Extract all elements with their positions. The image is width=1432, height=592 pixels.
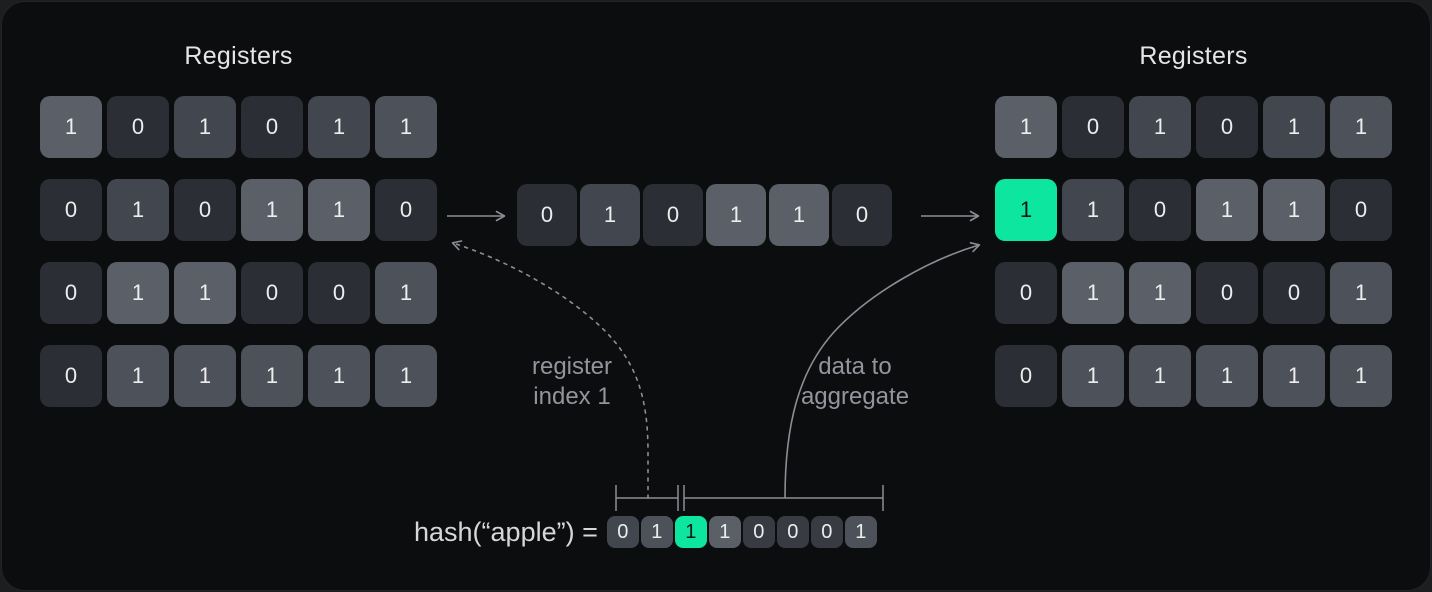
- register-cell: 1: [174, 96, 236, 158]
- register-cell: 0: [40, 345, 102, 407]
- register-cell: 0: [1263, 262, 1325, 324]
- register-cell: 1: [1129, 345, 1191, 407]
- register-cell: 0: [241, 262, 303, 324]
- data-to-aggregate-label: data to aggregate: [800, 353, 910, 410]
- register-cell: 0: [308, 262, 370, 324]
- register-cell: 0: [995, 345, 1057, 407]
- register-cell: 1: [995, 96, 1057, 158]
- hash-bit-cell: 1: [674, 516, 707, 548]
- register-cell: 1: [1330, 96, 1392, 158]
- register-cell: 1: [1062, 262, 1124, 324]
- register-cell: 1: [174, 345, 236, 407]
- register-cell: 1: [1196, 179, 1258, 241]
- register-cell: 0: [995, 262, 1057, 324]
- register-cell: 1: [375, 96, 437, 158]
- register-cell: 1: [1062, 179, 1124, 241]
- register-cell: 1: [308, 345, 370, 407]
- register-cell: 1: [241, 179, 303, 241]
- register-cell: 1: [174, 262, 236, 324]
- register-cell: 1: [1330, 262, 1392, 324]
- register-cell: 1: [1129, 96, 1191, 158]
- register-cell: 1: [1196, 345, 1258, 407]
- register-cell: 1: [375, 262, 437, 324]
- incoming-value-cell: 1: [706, 184, 766, 246]
- register-cell: 0: [1330, 179, 1392, 241]
- register-cell: 1: [1263, 345, 1325, 407]
- register-cell: 1: [107, 179, 169, 241]
- right-registers-title: Registers: [1139, 42, 1248, 70]
- incoming-value-cell: 1: [580, 184, 640, 246]
- register-cell: 1: [241, 345, 303, 407]
- register-cell: 1: [1129, 262, 1191, 324]
- incoming-value-cell: 1: [769, 184, 829, 246]
- register-cell: 0: [1196, 96, 1258, 158]
- register-cell: 1: [1330, 345, 1392, 407]
- register-cell: 0: [107, 96, 169, 158]
- register-cell: 0: [1062, 96, 1124, 158]
- incoming-value-cell: 0: [643, 184, 703, 246]
- hash-bit-cell: 0: [810, 516, 843, 548]
- hash-bit-cell: 0: [742, 516, 775, 548]
- left-registers-title: Registers: [184, 42, 293, 70]
- register-cell: 0: [40, 179, 102, 241]
- hash-bit-cell: 1: [844, 516, 877, 548]
- register-cell: 1: [375, 345, 437, 407]
- register-index-label: register index 1: [531, 353, 613, 410]
- register-cell: 1: [1263, 96, 1325, 158]
- register-cell: 1: [1263, 179, 1325, 241]
- register-cell: 0: [40, 262, 102, 324]
- register-cell: 1: [308, 96, 370, 158]
- incoming-value-cell: 0: [832, 184, 892, 246]
- register-cell: 0: [1196, 262, 1258, 324]
- register-cell: 1: [1062, 345, 1124, 407]
- hash-label: hash(“apple”) =: [414, 516, 598, 547]
- register-cell: 1: [107, 262, 169, 324]
- hash-bit-cell: 0: [776, 516, 809, 548]
- hash-bit-cell: 0: [606, 516, 639, 548]
- register-cell: 1: [995, 179, 1057, 241]
- register-cell: 1: [308, 179, 370, 241]
- register-cell: 1: [107, 345, 169, 407]
- hash-bit-cell: 1: [640, 516, 673, 548]
- register-cell: 1: [40, 96, 102, 158]
- register-cell: 0: [174, 179, 236, 241]
- register-cell: 0: [241, 96, 303, 158]
- register-cell: 0: [375, 179, 437, 241]
- incoming-value-cell: 0: [517, 184, 577, 246]
- register-cell: 0: [1129, 179, 1191, 241]
- hash-bit-cell: 1: [708, 516, 741, 548]
